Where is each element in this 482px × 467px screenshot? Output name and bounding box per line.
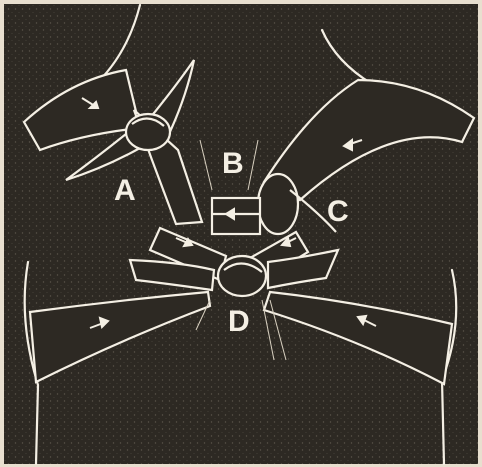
label-d: D	[228, 307, 250, 337]
knot-d	[218, 256, 266, 296]
label-b: B	[222, 149, 244, 179]
label-c: C	[327, 197, 349, 227]
center-strip-b	[212, 198, 260, 234]
label-a: A	[114, 176, 136, 206]
